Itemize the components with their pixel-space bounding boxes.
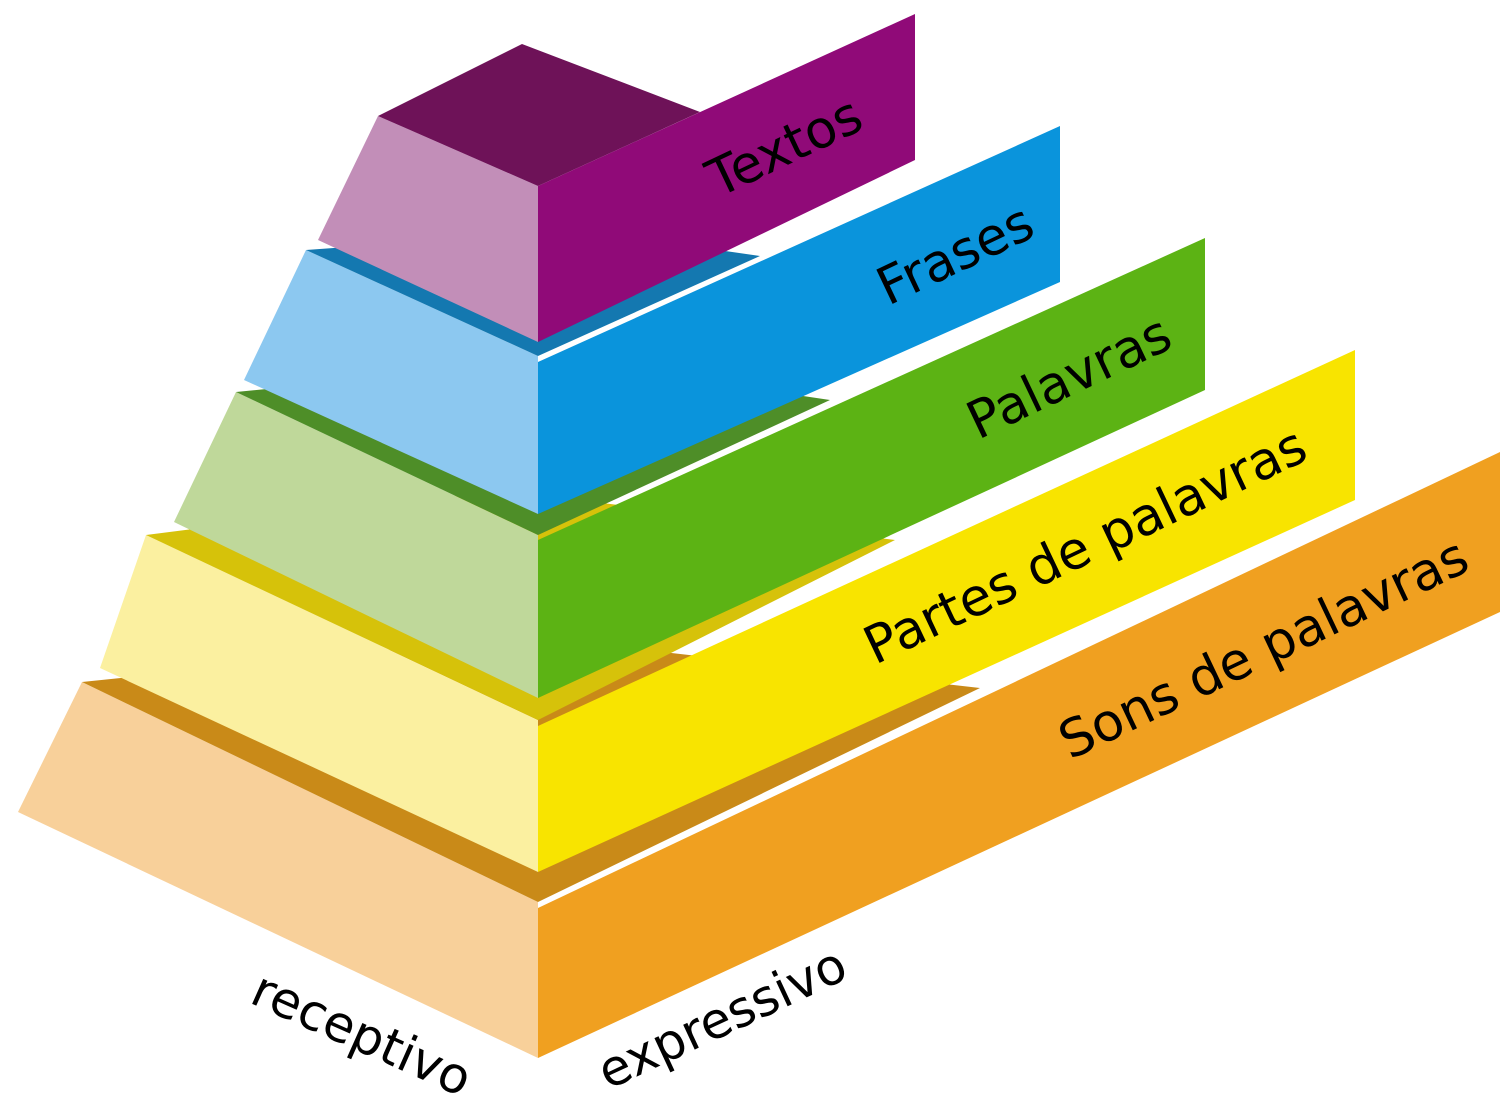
tier-sons-de-palavras-left-face: [18, 682, 538, 1058]
tier-sons-de-palavras-right-face: [538, 452, 1500, 1058]
tier-frases-left-face: [244, 250, 538, 514]
tier-frases-right-face: [538, 126, 1060, 514]
tier-textos-right-face: [538, 14, 915, 342]
tier-partes-de-palavras-left-face: [100, 535, 538, 872]
tier-palavras-left-face: [174, 392, 538, 698]
tier-partes-de-palavras-right-face: [538, 350, 1355, 872]
tier-textos-top-face: [378, 44, 700, 186]
tier-textos: Textos: [318, 14, 915, 342]
tier-textos-left-face: [318, 116, 538, 342]
tier-palavras-right-face: [538, 238, 1205, 698]
